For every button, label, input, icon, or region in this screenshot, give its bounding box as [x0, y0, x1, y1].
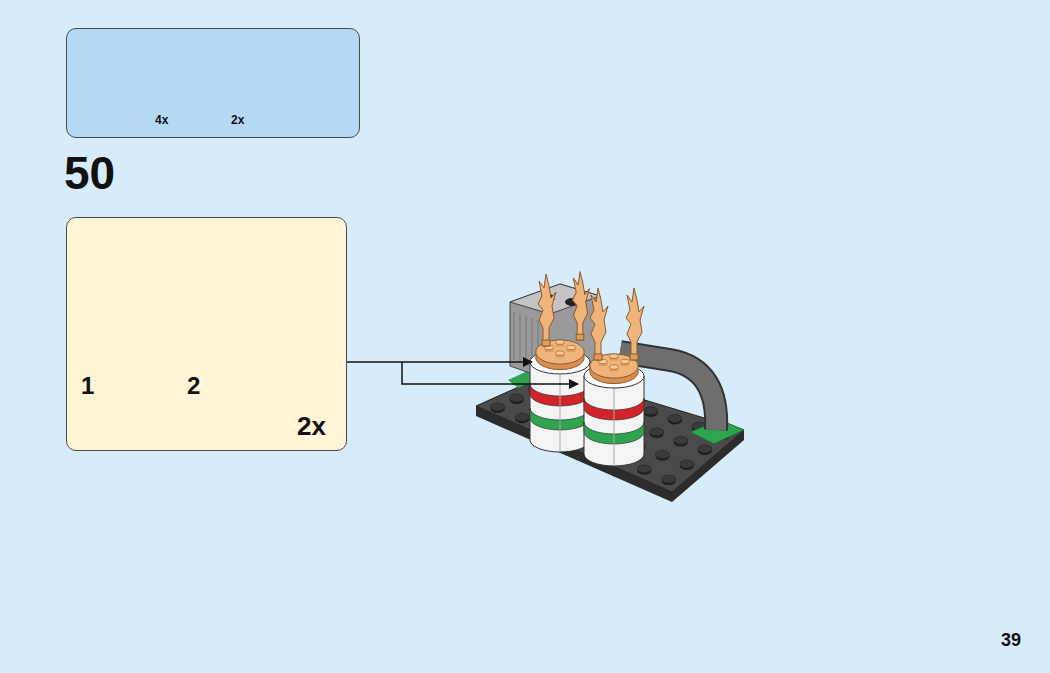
quantity-label: 2x — [231, 114, 244, 126]
flame-piece — [572, 272, 589, 340]
leader-line — [347, 362, 578, 384]
flame-piece — [626, 288, 644, 360]
substep-number: 1 — [81, 374, 94, 398]
flame-piece — [538, 274, 556, 346]
round-plate — [590, 354, 638, 384]
page-number: 39 — [1001, 631, 1021, 649]
flame-piece — [590, 288, 608, 360]
quantity-label: 2x — [297, 413, 326, 439]
round-plate — [536, 340, 584, 370]
substep-number: 2 — [187, 374, 200, 398]
quantity-label: 4x — [155, 114, 168, 126]
sub-assembly-box: 1 2 2x — [66, 217, 347, 451]
parts-callout-box: 4x 2x — [66, 28, 360, 138]
step-number: 50 — [64, 150, 115, 196]
